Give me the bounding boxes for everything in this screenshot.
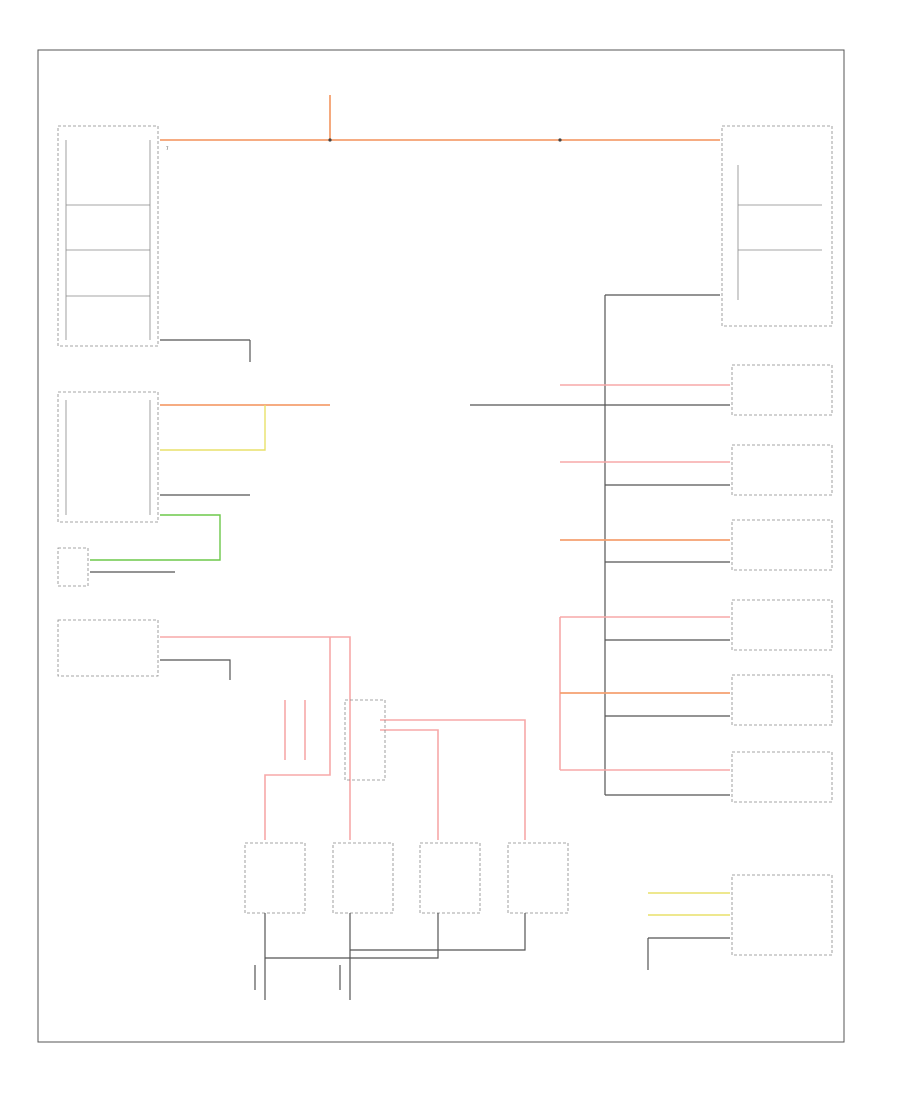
lamp-1-box <box>244 842 306 914</box>
wire-label: 7 <box>166 146 169 151</box>
splice-dot <box>328 138 332 142</box>
ac-ground <box>647 937 730 970</box>
passenger-power-wire <box>160 636 351 690</box>
splice-pack <box>344 699 386 781</box>
green-signal-wire <box>90 514 221 561</box>
ac-module-box <box>731 874 833 956</box>
right-switch-box-2 <box>731 444 833 496</box>
lamp4-ground <box>350 913 526 951</box>
lamp4-feed <box>380 719 526 840</box>
diagram-frame <box>37 49 845 1043</box>
passenger-switch-box <box>57 619 159 677</box>
driver-door-switch-box <box>57 125 159 347</box>
splice-dot <box>558 138 562 142</box>
lamp-4-box <box>507 842 569 914</box>
right-switch-box-4 <box>731 599 833 651</box>
lamp-3-box <box>419 842 481 914</box>
lamp3-feed <box>380 729 439 840</box>
right-switch-box-3 <box>731 519 833 571</box>
right-switch-box-1 <box>731 364 833 416</box>
seat-module-box <box>721 125 833 327</box>
lamp1-feed <box>264 690 331 840</box>
passenger-ground-wire <box>160 659 231 680</box>
seat-heater-signal <box>160 405 266 451</box>
lamp3-ground <box>265 913 439 959</box>
right-switch-box-5 <box>731 674 833 726</box>
right-switch-box-6 <box>731 751 833 803</box>
seat-heater-switch-box <box>57 391 159 523</box>
right-rear-switch-box <box>57 547 89 587</box>
lamp-2-box <box>332 842 394 914</box>
